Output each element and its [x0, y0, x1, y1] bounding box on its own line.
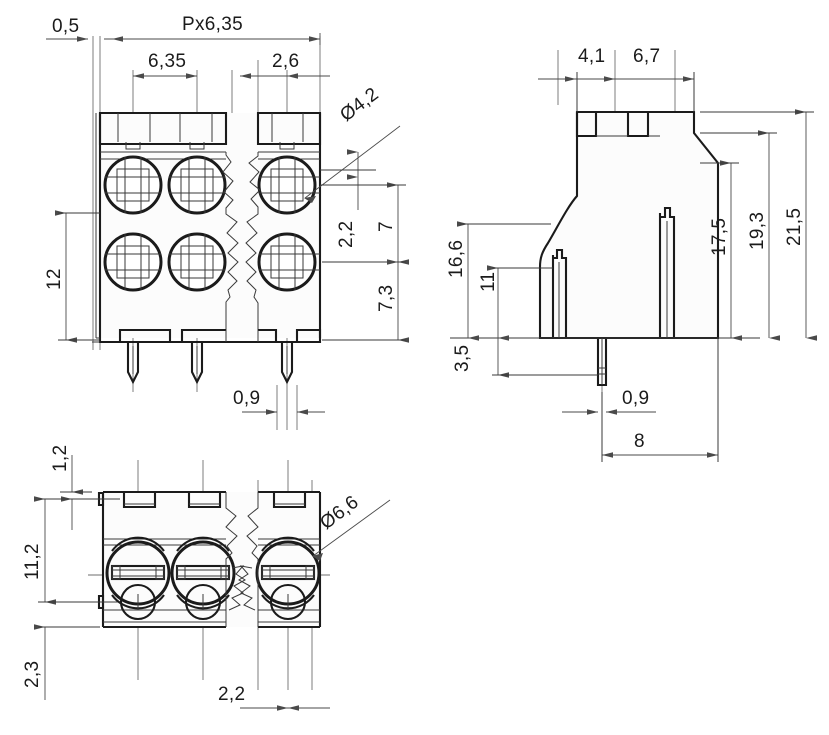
dim-label: 21,5: [784, 208, 805, 246]
dim-label: 3,5: [452, 345, 473, 372]
front-body-fill: [100, 113, 320, 338]
front-view-dimensions: 0,5 Px6,35 6,35 2,6 Ø4,2 2,2: [44, 14, 409, 415]
dim-label: 7: [376, 221, 397, 232]
dim-label: 0,9: [233, 388, 260, 409]
wire-hole: [103, 155, 163, 215]
top-view-dimensions: 1,2 11,2 2,3 Ø6,6 2,2: [22, 445, 391, 711]
dim-label: 2,6: [272, 51, 299, 72]
top-break-line: [225, 492, 259, 627]
dim-label: 0,9: [622, 388, 649, 409]
top-clamp-cages: [105, 536, 321, 621]
top-slot-tabs: [122, 492, 307, 509]
dim-label: 11: [478, 272, 499, 292]
front-base-flange: [92, 328, 322, 344]
front-solder-pins: [126, 342, 294, 385]
dim-label: 8: [634, 431, 645, 452]
dim-label: 1,2: [50, 445, 71, 472]
dim-label: 7,3: [376, 285, 397, 312]
dim-label: 0,5: [52, 16, 79, 37]
clamp-cage: [170, 536, 236, 621]
dim-label: 2,3: [22, 661, 43, 688]
top-view: 1,2 11,2 2,3 Ø6,6 2,2: [22, 445, 391, 711]
clamp-cage: [105, 536, 171, 621]
dim-label: 12: [44, 268, 65, 290]
dim-label: 6,35: [148, 51, 186, 72]
dim-label: 2,2: [218, 684, 245, 705]
dim-label: 2,2: [336, 221, 357, 248]
side-view: 4,1 6,7 16,6 11 17,5 19,3 21,5: [446, 46, 817, 462]
front-wire-holes: [103, 155, 320, 292]
wire-hole: [167, 155, 227, 215]
front-body-outline: [95, 111, 322, 338]
wire-hole: [103, 232, 163, 292]
side-top-notches: [575, 112, 660, 138]
dim-label: Px6,35: [182, 14, 243, 35]
dim-label: 16,6: [446, 240, 467, 278]
dim-label: 19,3: [747, 212, 768, 250]
dim-label: 6,7: [633, 46, 660, 67]
wire-hole: [257, 232, 320, 292]
clamp-cage: [255, 536, 321, 621]
side-view-dimensions: 4,1 6,7 16,6 11 17,5 19,3 21,5: [446, 46, 817, 462]
wire-hole: [257, 155, 320, 215]
front-break-line: [222, 152, 261, 340]
dim-label: 17,5: [709, 218, 730, 256]
side-solder-pin: [596, 338, 608, 387]
wire-hole: [167, 232, 227, 292]
front-view: 0,5 Px6,35 6,35 2,6 Ø4,2 2,2: [44, 14, 409, 430]
dim-label: 11,2: [22, 543, 43, 580]
dim-label: 4,1: [578, 46, 605, 67]
